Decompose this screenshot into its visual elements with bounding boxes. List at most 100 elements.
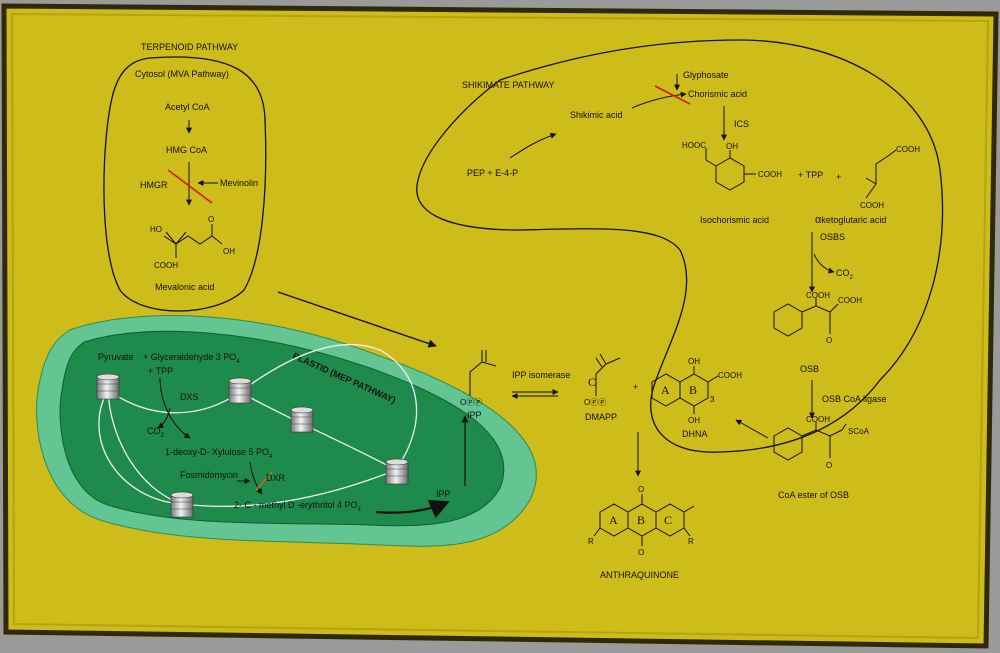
coa-ester-structure	[773, 422, 847, 461]
dxs-label: DXS	[180, 392, 199, 402]
glyceraldehyde-label: + Glyceraldehyde 3 PO4	[143, 352, 240, 365]
hmg-coa-label: HMG CoA	[166, 145, 207, 155]
cell-inner-edge	[10, 12, 990, 640]
pyruvate-to-dxp-arrow	[159, 377, 191, 439]
fosmidomycin-label: Fosmidomycin	[180, 470, 238, 480]
dmapp-label: DMAPP	[585, 412, 617, 422]
shikimate-co2-label: CO2	[836, 268, 854, 281]
hmgr-inhibition-mark	[167, 169, 213, 204]
isochorismic-label: Isochorismic acid	[700, 215, 769, 225]
osb-cooh-2: COOH	[838, 296, 862, 305]
aq-ring-c: C	[664, 513, 672, 527]
ketoglutaric-label: αketoglutaric acid	[815, 214, 886, 226]
coa-s: SCoA	[848, 427, 870, 436]
mevinolin-label: Mevinolin	[220, 178, 258, 188]
shikimate-plus: +	[836, 172, 841, 182]
dxr-label: DXR	[266, 473, 286, 483]
mep-to-ipp-arrow	[375, 500, 450, 519]
isochorismic-structure	[705, 148, 756, 191]
ketoglutaric-cooh-top: COOH	[896, 145, 920, 154]
anthraquinone-label: ANTHRAQUINONE	[600, 570, 679, 580]
pep-label: PEP + E-4-P	[467, 168, 518, 178]
shikimic-to-chorismic-arrow	[631, 91, 687, 109]
plastid-ipp-label: IPP	[436, 489, 451, 499]
aq-top-o: O	[638, 485, 644, 494]
dhna-structure	[651, 366, 719, 414]
dhna-cooh: COOH	[718, 371, 742, 380]
chorismic-label: Chorismic acid	[688, 89, 747, 99]
glyphosate-label: Glyphosate	[683, 70, 729, 80]
shikimic-label: Shikimic acid	[570, 110, 623, 120]
plastid-drum-4	[385, 458, 409, 485]
aq-r-right: R	[688, 537, 694, 546]
co2-release-arrow-2	[813, 253, 835, 274]
hmgr-label: HMGR	[140, 180, 168, 190]
dmapp-ring-c: C	[588, 375, 596, 389]
mva-to-ipp-arrow	[277, 291, 437, 348]
ics-label: ICS	[734, 119, 749, 129]
coa-cooh: COOH	[806, 415, 830, 424]
pep-to-shikimic-arrow	[509, 132, 557, 159]
anthraquinone-structure	[593, 494, 695, 546]
plastid-drum-3	[290, 406, 314, 433]
osb-structure	[773, 298, 839, 337]
mevalonic-acid-label: Mevalonic acid	[155, 282, 215, 292]
dhna-label: DHNA	[682, 429, 708, 439]
cytosol-compartment	[103, 56, 267, 312]
pyruvate-label: Pyruvate	[98, 352, 134, 362]
coa-ester-label: CoA ester of OSB	[778, 490, 849, 500]
center-ipp-label: IPP	[467, 410, 482, 420]
aq-r-left: R	[588, 537, 594, 546]
dhna-oh-top: OH	[688, 357, 700, 366]
tpp-label: + TPP	[148, 366, 173, 376]
dhna-position-3: 3	[710, 395, 715, 404]
osb-cooh-1: COOH	[806, 291, 830, 300]
acetyl-coa-label: Acetyl CoA	[165, 102, 210, 112]
ipp-structure	[469, 350, 497, 396]
osbs-label: OSBS	[820, 232, 845, 242]
ketoglutaric-cooh-bottom: COOH	[860, 201, 884, 210]
osb-o: O	[826, 336, 832, 345]
dxp-to-mep-arrow	[249, 461, 263, 495]
plastid-drum-5	[170, 491, 194, 518]
aq-ring-b: B	[637, 513, 645, 527]
osb-label: OSB	[800, 364, 819, 374]
plastid-drum-1	[96, 373, 120, 400]
coa-o: O	[826, 461, 832, 470]
mva-oh: OH	[223, 247, 235, 256]
mva-o: O	[208, 215, 214, 224]
dmapp-opp: OⓅⓅ	[584, 398, 606, 407]
aq-ring-a: A	[609, 513, 618, 527]
cytosol-label: Cytosol (MVA Pathway)	[135, 69, 229, 79]
mep-label: 2- C - methyl D -erythritol 4 PO4	[234, 500, 362, 513]
plus-tpp-label: + TPP	[798, 170, 823, 180]
mevalonic-acid-structure	[163, 224, 223, 258]
mva-cooh: COOH	[154, 261, 178, 270]
dxr-inhibition-mark	[255, 471, 273, 491]
center-plus: +	[633, 382, 638, 392]
isochorismic-hooc: HOOC	[682, 141, 706, 150]
dhna-ring-a: A	[661, 383, 670, 397]
osb-ligase-label: OSB CoA ligase	[822, 394, 887, 404]
dmapp-structure	[595, 353, 621, 396]
co2-release-arrow	[157, 407, 171, 429]
coa-to-dhna-arrow	[735, 419, 769, 439]
aq-bottom-o: O	[638, 548, 644, 557]
isochorismic-cooh: COOH	[758, 170, 782, 179]
dhna-oh-bottom: OH	[688, 416, 700, 425]
ipp-isomerase-label: IPP isomerase	[512, 370, 570, 380]
mva-ho: HO	[150, 225, 162, 234]
terpenoid-title: TERPENOID PATHWAY	[141, 42, 238, 52]
dxp-label: 1-deoxy-D- Xylulose 5 PO4	[165, 447, 273, 460]
plastid-drum-2	[228, 377, 252, 404]
isochorismic-oh: OH	[726, 142, 738, 151]
shikimate-compartment	[416, 39, 944, 453]
plastid-flow-lines	[98, 344, 418, 508]
ketoglutaric-structure	[865, 149, 897, 199]
ipp-opp: OⓅⓅ	[460, 398, 482, 407]
plastid-co2-label: CO2	[147, 426, 165, 439]
shikimate-title: SHIKIMATE PATHWAY	[462, 80, 555, 90]
dhna-ring-b: B	[689, 383, 697, 397]
